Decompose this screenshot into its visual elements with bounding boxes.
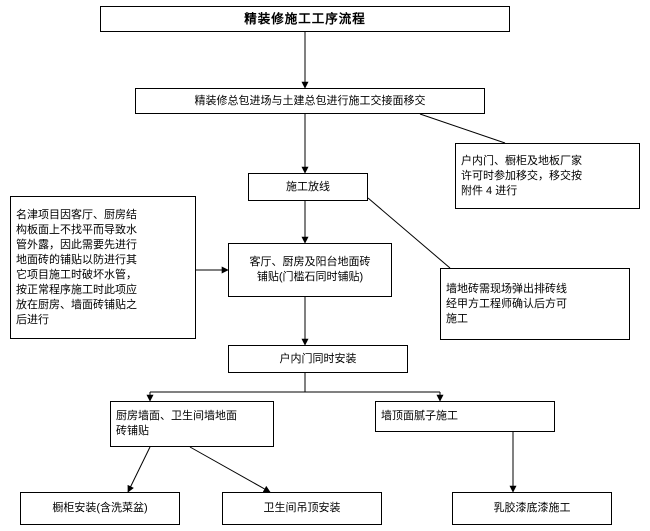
node-mingjin-note: 名津项目因客厅、厨房结 构板面上不找平而导致水 管外露，因此需要先进行 地面砖的…	[10, 196, 196, 339]
node-primer-coat: 乳胶漆底漆施工	[452, 492, 612, 525]
node-floor-tiling: 客厅、厨房及阳台地面砖 铺贴(门槛石同时铺贴)	[228, 243, 392, 297]
node-manufacturer-handover: 户内门、橱柜及地板厂家 许可时参加移交，移交按 附件 4 进行	[455, 143, 640, 209]
node-door-install: 户内门同时安装	[228, 345, 408, 373]
node-putty-work: 墙顶面腻子施工	[375, 401, 555, 432]
node-tile-layout-note: 墙地砖需现场弹出排砖线 经甲方工程师确认后方可 施工	[440, 268, 630, 340]
connector-n1-to-n2	[419, 113, 506, 144]
node-title: 精装修施工工序流程	[100, 6, 510, 32]
connector-n8-to-n11	[189, 446, 271, 493]
node-cabinet-install: 橱柜安装(含洗菜盆)	[20, 492, 180, 525]
node-kitchen-bath-tiling: 厨房墙面、卫生间墙地面 砖铺贴	[110, 401, 274, 447]
node-setting-out: 施工放线	[248, 173, 368, 201]
connector-n8-to-n10	[127, 446, 151, 493]
node-bathroom-ceiling: 卫生间吊顶安装	[222, 492, 382, 525]
node-handover: 精装修总包进场与土建总包进行施工交接面移交	[135, 88, 485, 114]
